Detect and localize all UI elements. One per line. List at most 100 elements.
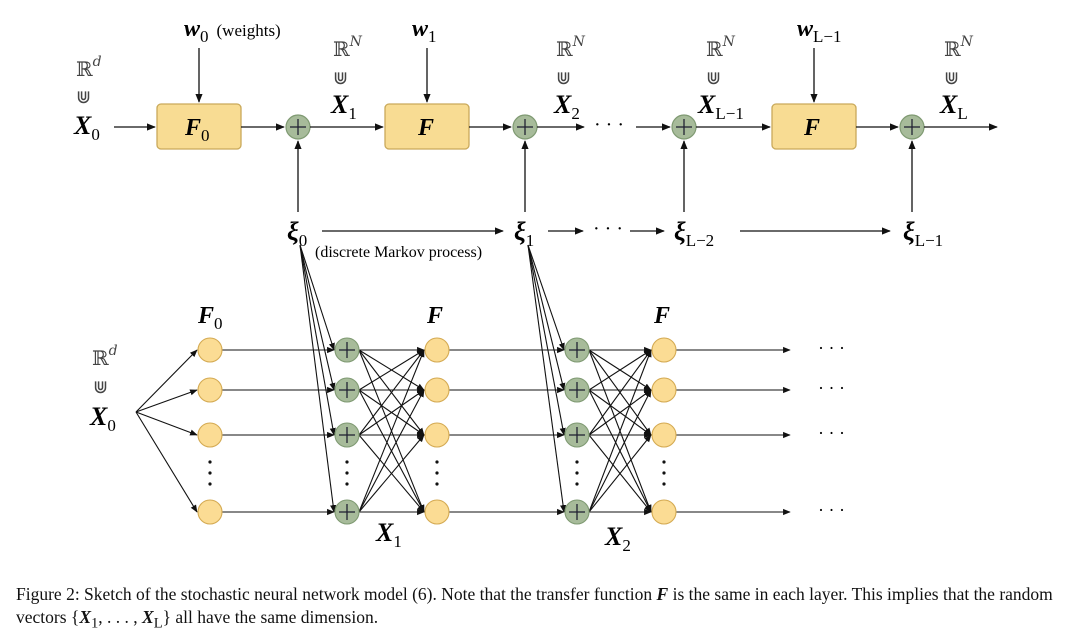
figure-caption: Figure 2: Sketch of the stochastic neura… <box>16 583 1066 636</box>
svg-text:⋓: ⋓ <box>93 377 108 397</box>
top-ellipsis: · · · <box>594 114 624 136</box>
arrow-input-to-neuron <box>135 389 198 413</box>
arrow-xi0-to-sum <box>299 244 336 391</box>
svg-text:ℝN: ℝN <box>706 34 736 61</box>
top-chain: ℝd ⋓ X0 F0 w0(weights) ℝN ⋓ X1 F w1 <box>73 16 998 212</box>
stochastic-network-diagram: ℝd ⋓ X0 F0 w0(weights) ℝN ⋓ X1 F w1 <box>73 16 998 555</box>
neuron-node <box>197 337 223 363</box>
noise-ellipsis: · · · <box>593 218 623 240</box>
arrow-sum-to-neuron <box>358 389 425 436</box>
weight-wL-1-label: wL−1 <box>797 16 842 46</box>
layer-title-f1: F <box>426 303 443 329</box>
caption-middle: is the same in each layer. This implies … <box>16 584 1053 627</box>
vertical-ellipsis-dot <box>208 460 212 464</box>
svg-text:X1: X1 <box>330 90 357 123</box>
element-of-symbol: ⋓ <box>76 87 91 107</box>
box-label-f: F <box>417 115 434 141</box>
weight-w0-label: w0(weights) <box>184 16 281 46</box>
output-label-x2: ℝN ⋓ X2 <box>553 34 586 123</box>
sum-node-3 <box>671 114 697 140</box>
box-label-f0: F0 <box>184 115 210 145</box>
sum-layer-label-x1: X1 <box>375 518 402 551</box>
caption-var-f: F <box>656 584 669 604</box>
caption-prefix: Figure 2: Sketch of the stochastic neura… <box>16 584 657 604</box>
trailing-ellipsis: · · · <box>818 500 845 520</box>
box-label-f-last: F <box>803 115 820 141</box>
svg-text:ℝN: ℝN <box>333 34 363 61</box>
svg-text:⋓: ⋓ <box>333 68 348 88</box>
neuron-node <box>197 499 223 525</box>
layer-title-f2: F <box>653 303 670 329</box>
noise-chain: ξ0 (discrete Markov process) ξ1 · · · ξL… <box>287 217 943 261</box>
arrow-input-to-neuron <box>135 411 198 436</box>
vertical-ellipsis-dot <box>208 471 212 475</box>
arrow-xi0-to-sum <box>299 244 337 513</box>
caption-suffix: } all have the same dimension. <box>162 607 379 627</box>
svg-text:ℝN: ℝN <box>556 34 586 61</box>
layer-title-f0: F0 <box>197 303 223 333</box>
neuron-node <box>651 377 677 403</box>
vertical-ellipsis-dot <box>435 482 439 486</box>
arrow-input-to-neuron <box>135 349 198 413</box>
caption-set-first: X <box>79 607 91 627</box>
weight-w1-label: w1 <box>412 16 437 46</box>
neuron-node <box>651 337 677 363</box>
vertical-ellipsis-dot <box>662 460 666 464</box>
neuron-node <box>651 499 677 525</box>
arrow-xi0-to-sum <box>299 244 335 351</box>
sum-layer-label-x2: X2 <box>604 522 631 555</box>
top-input-label: ℝd ⋓ X0 <box>73 54 102 144</box>
xiL1-label: ξL−1 <box>903 217 943 250</box>
arrow-xi1-to-sum <box>527 244 565 351</box>
arrow-sum-to-neuron <box>358 389 425 513</box>
sum-node-4 <box>899 114 925 140</box>
expanded-network: ℝd ⋓ X0 F0 F F X1 X2 · · ·· · ·· · ·· · … <box>89 244 845 555</box>
arrow-xi1-to-sum <box>527 244 566 391</box>
arrow-xi1-to-sum <box>527 244 566 436</box>
arrow-sum-to-neuron <box>588 349 652 436</box>
caption-set-first-sub: 1 <box>91 615 99 632</box>
caption-set-last: X <box>142 607 154 627</box>
neuron-node <box>424 337 450 363</box>
neuron-node <box>197 377 223 403</box>
neuron-node <box>651 422 677 448</box>
xi0-label: ξ0 <box>287 217 307 250</box>
neuron-node <box>424 422 450 448</box>
sum-node-2 <box>512 114 538 140</box>
vertical-ellipsis-dot <box>575 471 579 475</box>
vertical-ellipsis-dot <box>662 482 666 486</box>
arrow-sum-to-neuron <box>358 349 425 436</box>
sum-node-1 <box>285 114 311 140</box>
arrow-sum-to-neuron <box>588 434 652 513</box>
neuron-node <box>424 499 450 525</box>
svg-text:XL−1: XL−1 <box>697 90 744 123</box>
vertical-ellipsis-dot <box>575 460 579 464</box>
space-symbol: ℝd <box>76 54 102 81</box>
caption-set-last-sub: L <box>153 615 163 632</box>
svg-text:ℝd: ℝd <box>92 343 118 370</box>
svg-text:X2: X2 <box>553 90 580 123</box>
arrow-sum-to-neuron <box>358 434 425 513</box>
svg-text:⋓: ⋓ <box>706 68 721 88</box>
markov-process-label: (discrete Markov process) <box>315 244 482 261</box>
arrow-sum-to-neuron <box>358 349 425 391</box>
vertical-ellipsis-dot <box>345 471 349 475</box>
svg-text:XL: XL <box>939 90 968 123</box>
vertical-ellipsis-dot <box>345 460 349 464</box>
arrow-sum-to-neuron <box>588 389 652 436</box>
caption-set-sep: , . . . , <box>98 607 143 627</box>
trailing-ellipsis: · · · <box>818 423 845 443</box>
arrow-sum-to-neuron <box>588 349 652 391</box>
neuron-node <box>197 422 223 448</box>
vertical-ellipsis-dot <box>435 471 439 475</box>
network-input-label: ℝd ⋓ X0 <box>89 343 118 435</box>
trailing-ellipsis: · · · <box>818 378 845 398</box>
svg-text:⋓: ⋓ <box>556 68 571 88</box>
vertical-ellipsis-dot <box>208 482 212 486</box>
arrow-sum-to-neuron <box>588 389 652 513</box>
svg-text:⋓: ⋓ <box>944 68 959 88</box>
arrow-input-to-neuron <box>135 411 198 513</box>
neuron-node <box>424 377 450 403</box>
svg-text:ℝN: ℝN <box>944 34 974 61</box>
output-label-xL: ℝN ⋓ XL <box>939 34 974 123</box>
